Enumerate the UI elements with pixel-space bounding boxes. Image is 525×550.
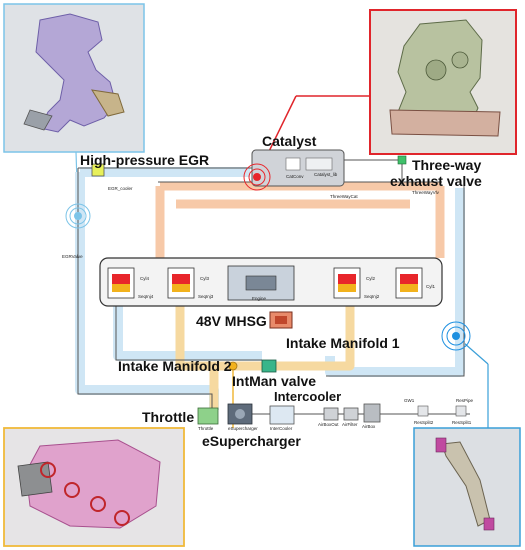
- airfilter-label: AirFilter: [342, 422, 358, 427]
- cyl3-label: Cyl3: [200, 276, 209, 281]
- seqinj4-label: SeqInj4: [138, 294, 154, 299]
- catalyst-box: [251, 149, 345, 187]
- cyl2-label: Cyl2: [366, 276, 375, 281]
- throttle-block: [197, 407, 219, 425]
- cylinder-1: [395, 267, 423, 299]
- ressplit2-label: ResSplit2: [414, 420, 434, 425]
- gw1-label: GW1: [404, 398, 415, 403]
- three-way-valve-marker: [397, 155, 407, 165]
- intake-port-1: [40, 462, 56, 478]
- egrvalve-label: EGRValve: [62, 254, 83, 259]
- cyl4-label: Cyl4: [140, 276, 149, 281]
- egr-photo-panel: [3, 3, 145, 153]
- airboxout-block: [323, 407, 339, 421]
- threewayvlv-label: ThreeWayVlv: [412, 190, 440, 195]
- airboxout-label: AirBoxOut: [318, 422, 339, 427]
- seqinj3-label: SeqInj3: [198, 294, 214, 299]
- catalyst-label: Catalyst: [262, 133, 317, 149]
- egr-location-marker: [65, 203, 91, 229]
- exhaust-valve-photo-panel: [413, 427, 521, 547]
- three-way-exhaust-valve-label-line1: Three-way: [412, 157, 481, 173]
- egr-cooler-label: EGR_cooler: [108, 186, 133, 191]
- intake-port-2: [64, 482, 80, 498]
- exhaust-valve-location-marker: [441, 321, 471, 351]
- cylinder-4: [107, 267, 135, 299]
- intercooler-block: [269, 405, 295, 425]
- cylinder-2: [333, 267, 361, 299]
- ressplit1-block: [455, 405, 467, 417]
- high-pressure-egr-label: High-pressure EGR: [80, 152, 209, 168]
- cyl1-label: Cyl1: [426, 284, 435, 289]
- intman-valve-block: [261, 359, 277, 373]
- intake-manifold-2-label: Intake Manifold 2: [118, 358, 232, 374]
- threewaycat-label: ThreeWayCat: [330, 194, 358, 199]
- engine-label: Engine: [252, 296, 267, 301]
- catalyst-photo-panel: [369, 9, 517, 155]
- three-way-exhaust-valve-label-line2: exhaust valve: [390, 173, 482, 189]
- intake-port-4: [114, 510, 130, 526]
- esupercharger-small-label: eSupercharger: [228, 426, 258, 431]
- intake-port-3: [90, 496, 106, 512]
- intercooler-small-label: InterCooler: [270, 426, 293, 431]
- intman-valve-label: IntMan valve: [232, 373, 316, 389]
- hot-gas-loop: [155, 181, 445, 258]
- intake-manifold-location-marker: [228, 361, 238, 371]
- intake-manifold-photo-panel: [3, 427, 185, 547]
- catconv-label: CatConv: [286, 174, 304, 179]
- cylinder-3: [167, 267, 195, 299]
- catalyst-location-marker: [243, 163, 271, 191]
- ressplit2-block: [417, 405, 429, 417]
- intercooler-label: Intercooler: [274, 389, 341, 404]
- esupercharger-label: eSupercharger: [202, 433, 301, 449]
- seqinj2-label: SeqInj2: [364, 294, 380, 299]
- mhsg-label: 48V MHSG: [196, 313, 267, 329]
- airbox-block: [363, 403, 381, 423]
- egr-cooler-block: [91, 163, 105, 177]
- airfilter-block: [343, 407, 359, 421]
- intake-manifold-1-label: Intake Manifold 1: [286, 335, 400, 351]
- throttle-small-label: Throttle: [198, 426, 214, 431]
- airbox-label: AirBox: [362, 424, 376, 429]
- respipe-label: ResPipe: [456, 398, 474, 403]
- ressplit1-label: ResSplit1: [452, 420, 472, 425]
- throttle-label: Throttle: [142, 409, 194, 425]
- catalyst-lib-label: Catalyst_lib: [314, 172, 338, 177]
